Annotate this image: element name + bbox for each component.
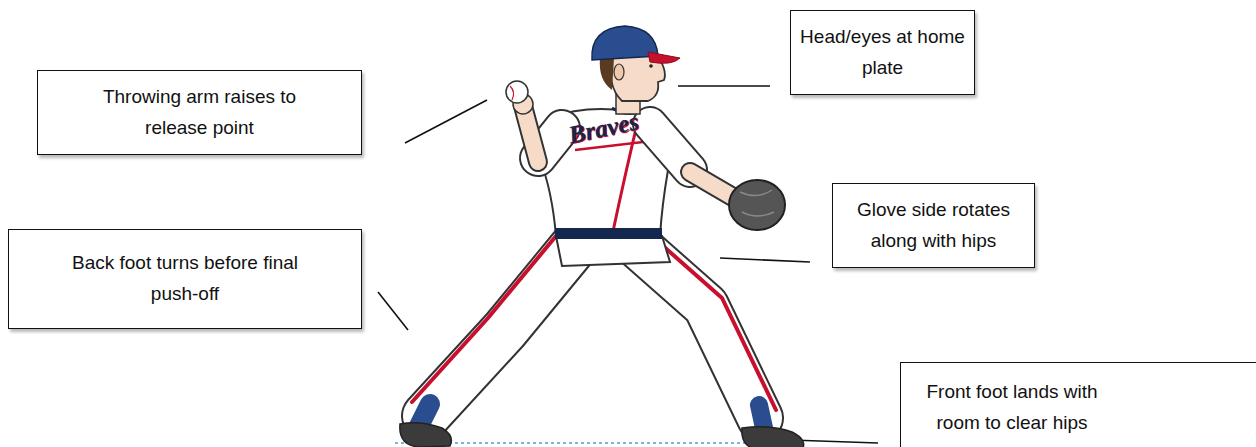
callout-text-group: Front foot lands with room to clear hips (905, 377, 1119, 439)
sleeve (650, 124, 690, 170)
cap-bill (648, 52, 680, 63)
leg-outline (638, 246, 760, 418)
hips (556, 236, 670, 266)
throwing-arm (523, 106, 562, 162)
sock (759, 405, 764, 428)
callout-text-group: Back foot turns before final push-off (65, 248, 305, 310)
stride-line (395, 442, 790, 444)
leader-lines (378, 86, 878, 443)
pant-stripe (654, 238, 776, 410)
leg-fill (638, 246, 760, 418)
belt (555, 228, 662, 239)
back-leg (412, 236, 575, 426)
ear (614, 64, 624, 80)
baseball (506, 81, 528, 103)
callout-box: Front foot lands with room to clear hips (900, 362, 1256, 447)
jersey-lettering: Braves (566, 107, 641, 149)
leader-line (378, 292, 408, 330)
front-shoe (742, 427, 804, 447)
glove-lacing (740, 190, 774, 216)
leader-line (720, 258, 810, 262)
callout-box: Back foot turns before final push-off (8, 229, 362, 329)
leg-fill (426, 245, 575, 416)
eye (649, 64, 653, 68)
callout-text: Glove side rotates along with hips (841, 195, 1027, 257)
callout-text-group: Glove side rotates along with hips (841, 195, 1027, 257)
callout-box: Head/eyes at home plate (790, 10, 975, 95)
leader-line (678, 85, 770, 87)
leader-line (405, 100, 487, 143)
front-leg (638, 238, 776, 428)
hair (600, 58, 614, 90)
callout-text-group: Throwing arm raises to release point (80, 82, 320, 144)
leg-outline (426, 245, 575, 416)
callout-box: Throwing arm raises to release point (37, 70, 362, 155)
glove-arm (650, 124, 738, 200)
callout-text: Throwing arm raises to release point (80, 82, 320, 144)
ball-seam (510, 86, 514, 100)
pant-stripe (412, 236, 556, 402)
callout-text-group: Head/eyes at home plate (794, 22, 972, 84)
glove (729, 180, 785, 230)
sleeve-outline (650, 124, 690, 170)
callout-text: Head/eyes at home plate (794, 22, 972, 84)
back-shoe (400, 423, 452, 447)
callout-box: Glove side rotates along with hips (832, 183, 1035, 268)
callout-text: Front foot lands with room to clear hips (905, 377, 1119, 439)
callout-text: Back foot turns before final push-off (65, 248, 305, 310)
